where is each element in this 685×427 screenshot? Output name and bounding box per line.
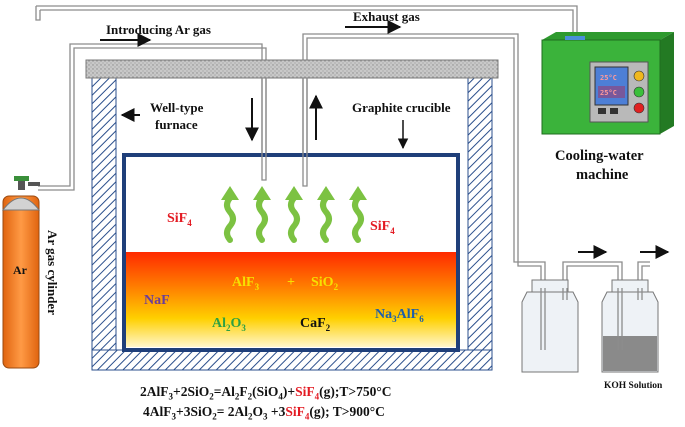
caf2-label: CaF2 bbox=[300, 316, 331, 333]
sif4-left-label: SiF4 bbox=[167, 211, 192, 228]
cooling-label-line1: Cooling-water bbox=[555, 148, 644, 164]
inner-tubes bbox=[261, 78, 308, 187]
well-type-furnace bbox=[85, 59, 499, 371]
na3alf6-label: Na3AlF6 bbox=[375, 307, 424, 324]
svg-text:Na3AlF6: Na3AlF6 bbox=[375, 307, 424, 324]
ar-gas-cylinder bbox=[1, 176, 41, 369]
svg-text:SiO2: SiO2 bbox=[311, 275, 339, 292]
empty-wash-bottle bbox=[521, 279, 579, 373]
wash-bottles bbox=[521, 279, 659, 373]
exhaust-gas-label: Exhaust gas bbox=[353, 9, 420, 24]
svg-text:AlF3: AlF3 bbox=[232, 275, 260, 292]
koh-label: KOH Solution bbox=[604, 381, 663, 391]
svg-text:Al2O3: Al2O3 bbox=[212, 316, 246, 333]
furnace-label-line2: furnace bbox=[155, 117, 198, 132]
equation-1: 2AlF3+2SiO2=Al2F2(SiO4)+SiF4(g);T>750°C bbox=[140, 384, 392, 402]
cooling-label-line2: machine bbox=[576, 167, 629, 183]
alf3-label: AlF3 bbox=[232, 275, 260, 292]
furnace-lid bbox=[85, 59, 499, 79]
naf-label: NaF bbox=[144, 293, 170, 308]
svg-text:CaF2: CaF2 bbox=[300, 316, 331, 333]
plus-sign: + bbox=[287, 275, 295, 290]
sif4-arrowheads bbox=[221, 186, 367, 200]
ar-cylinder-label: Ar gas cylinder bbox=[45, 230, 60, 315]
koh-wash-bottle bbox=[601, 279, 659, 373]
introducing-ar-label: Introducing Ar gas bbox=[106, 22, 211, 37]
equation-2: 4AlF3+3SiO2= 2Al2O3 +3SiF4(g); T>900°C bbox=[143, 404, 385, 422]
al2o3-label: Al2O3 bbox=[212, 316, 246, 333]
sif4-right-label: SiF4 bbox=[370, 219, 395, 236]
svg-text:SiF4: SiF4 bbox=[370, 219, 395, 236]
furnace-label-line1: Well-type bbox=[150, 100, 204, 115]
svg-text:SiF4: SiF4 bbox=[167, 211, 192, 228]
sio2-label: SiO2 bbox=[311, 275, 339, 292]
panel-readout-1: 25°C bbox=[600, 74, 617, 82]
flow-arrows bbox=[100, 20, 670, 259]
cooling-water-machine bbox=[541, 32, 674, 135]
ar-label: Ar bbox=[13, 263, 28, 277]
panel-readout-2: 25°C bbox=[600, 89, 617, 97]
molten-salt bbox=[126, 252, 456, 347]
sif4-gas-arrows bbox=[224, 195, 364, 243]
graphite-crucible bbox=[122, 153, 460, 352]
crucible-label: Graphite crucible bbox=[352, 100, 451, 115]
koh-solution bbox=[603, 336, 657, 371]
